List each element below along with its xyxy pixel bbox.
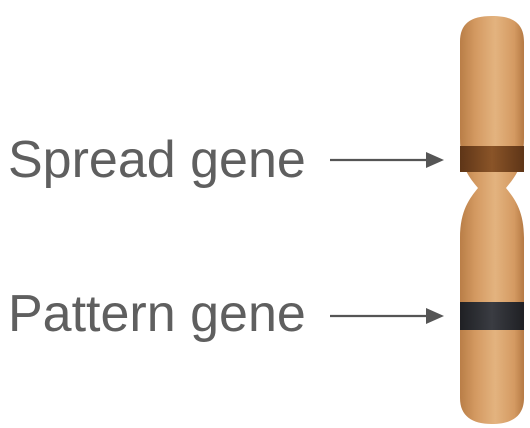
right-arrow-icon	[330, 308, 444, 324]
pattern-gene-label: Pattern gene	[8, 288, 306, 340]
spread-gene-band	[460, 146, 524, 172]
pattern-gene-band	[460, 302, 524, 330]
spread-gene-label: Spread gene	[8, 134, 306, 186]
right-arrow-icon	[330, 152, 444, 168]
chromosome-icon	[460, 16, 524, 424]
